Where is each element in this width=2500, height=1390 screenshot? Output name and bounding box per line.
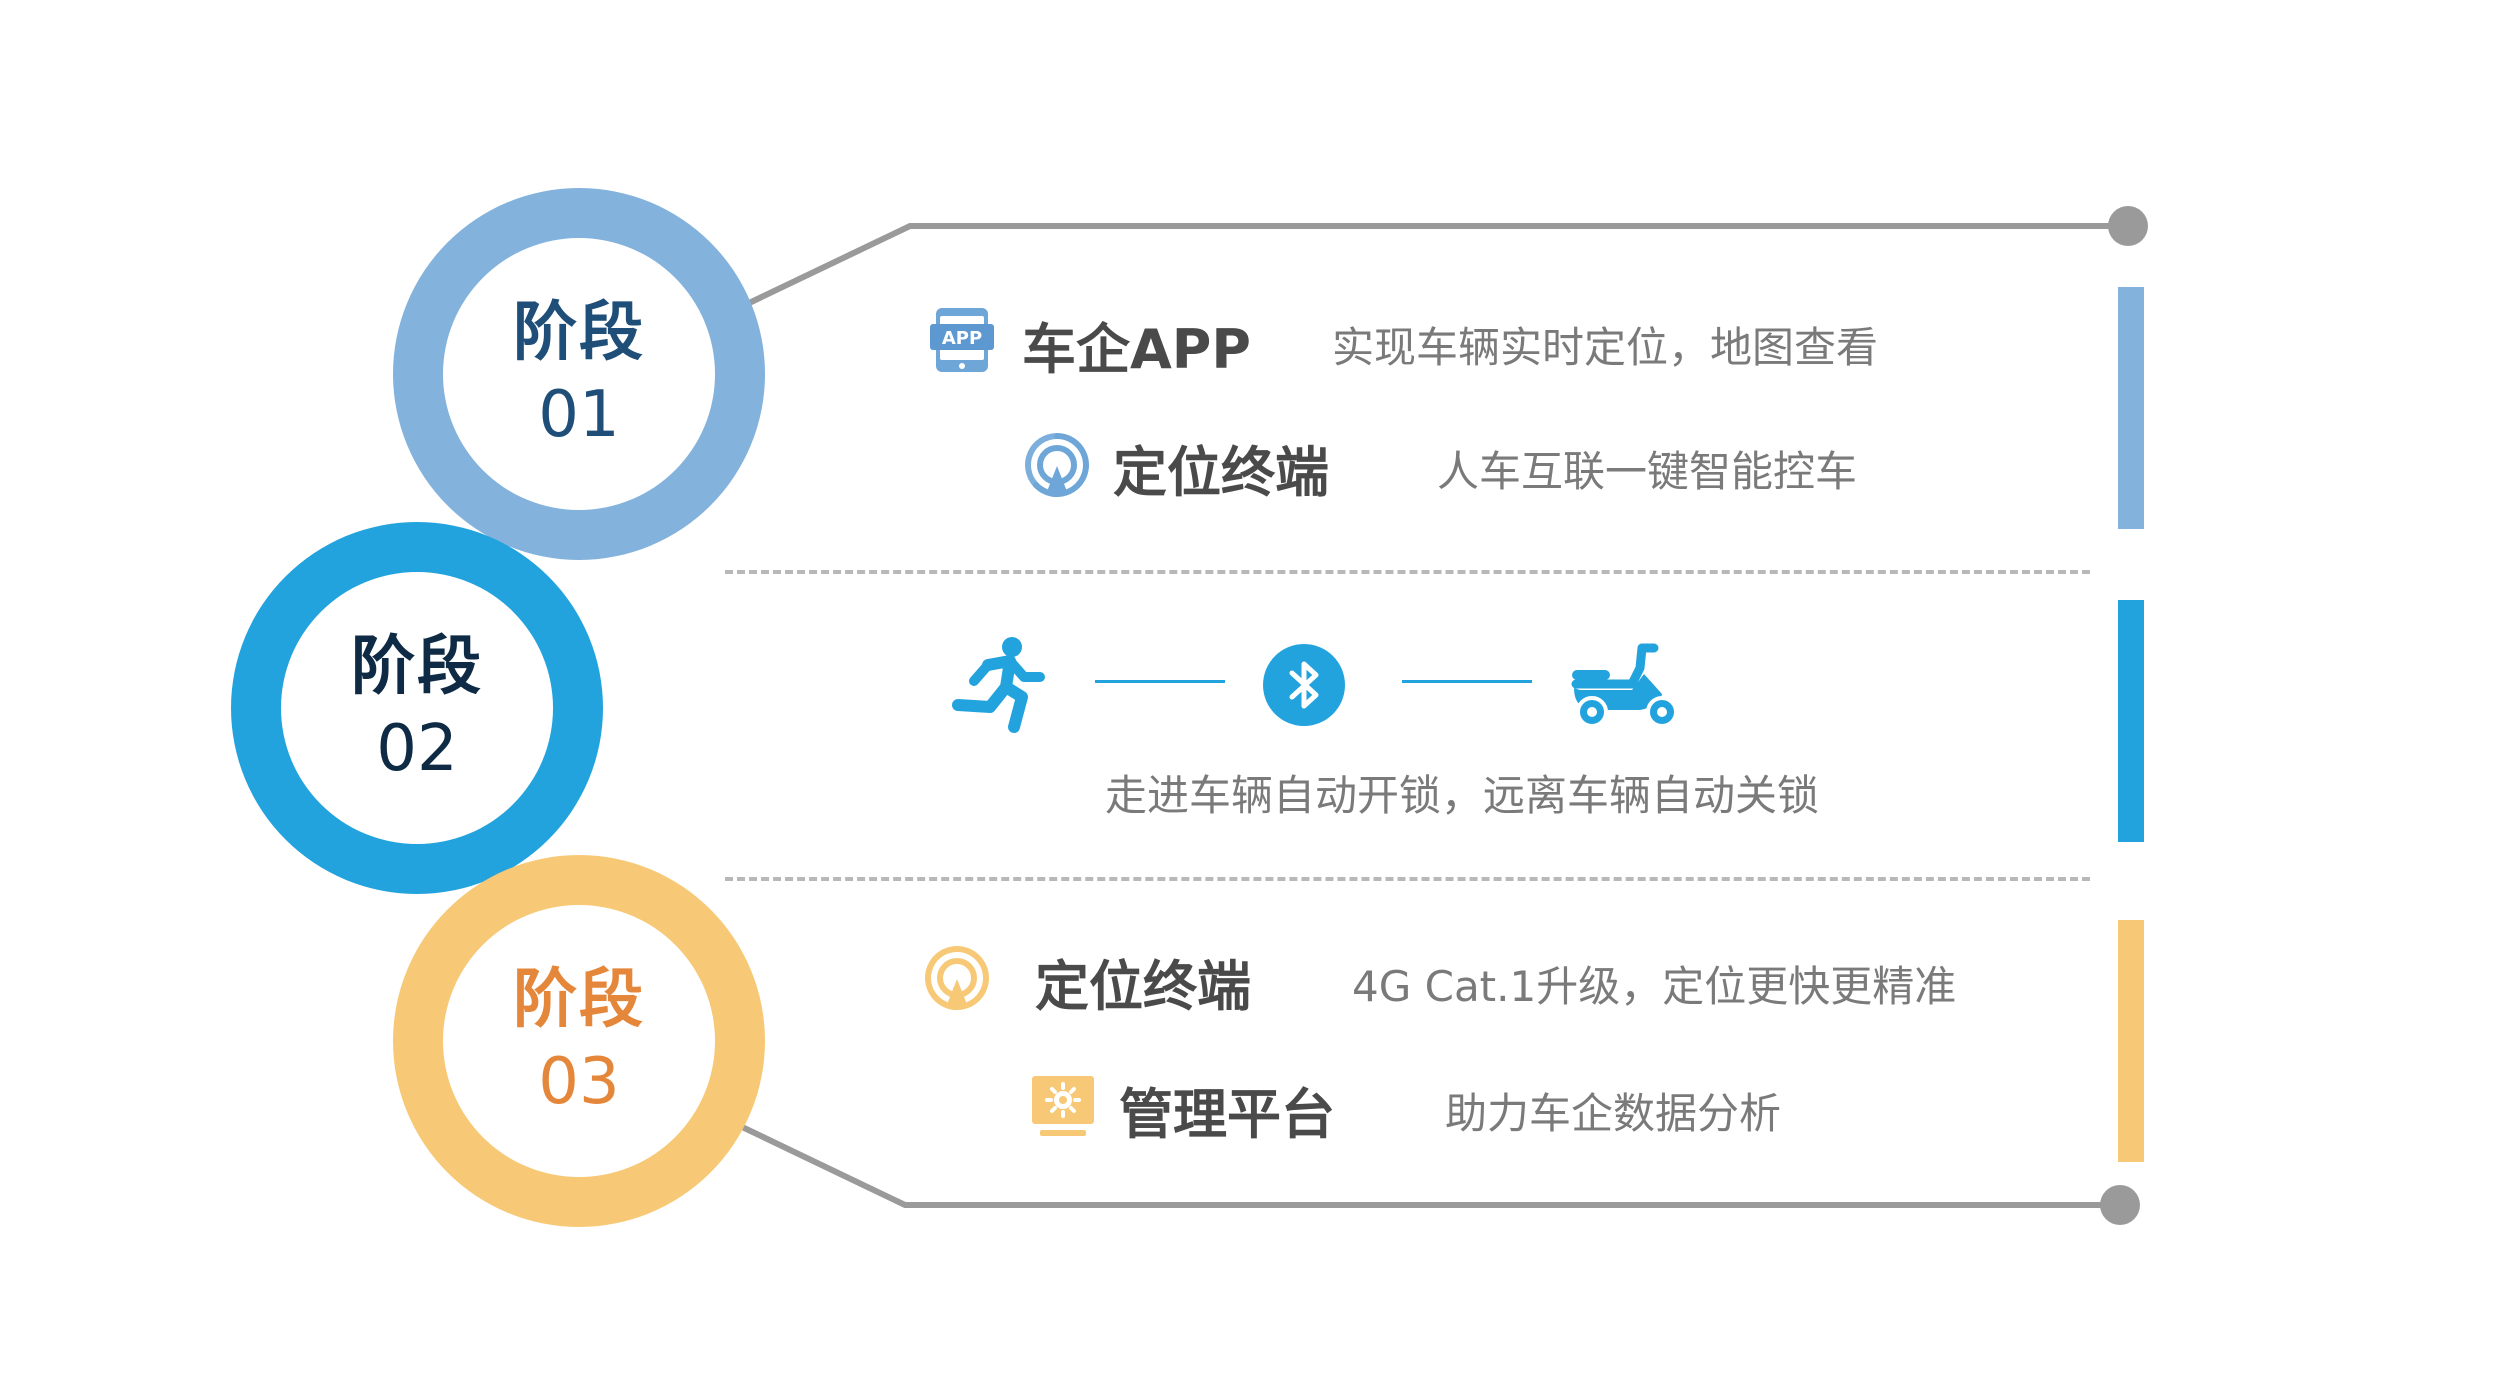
stage3-number: 03: [538, 1045, 620, 1119]
stage2-label: 阶段: [351, 630, 483, 704]
monitor-gear-icon: [1032, 1076, 1094, 1136]
bottom-connector-dot: [2100, 1185, 2140, 1225]
running-person-icon: [952, 637, 1045, 733]
stage1-circle: 阶段 01: [393, 188, 765, 560]
stage3-item2-title: 管理平台: [1119, 1083, 1335, 1146]
bottom-connector: [736, 1122, 2140, 1225]
stage2-circle-inner: 阶段 02: [281, 572, 553, 844]
app-phone-icon: APP: [930, 308, 994, 372]
top-connector-dot: [2108, 206, 2148, 246]
stage3-circle-inner: 阶段 03: [443, 905, 715, 1177]
stage1-item2-desc: 人车互联一键智能控车: [1437, 447, 1858, 496]
separator-2: [725, 877, 2090, 881]
stage1-circle-inner: 阶段 01: [443, 238, 715, 510]
top-connector: [743, 206, 2148, 308]
stage2-side-bar: [2118, 600, 2144, 842]
location-signal-icon: [925, 946, 989, 1010]
stage2-desc: 走进车辆自动开锁，远离车辆自动关锁: [1105, 771, 1820, 820]
stage1-side-bar: [2118, 287, 2144, 529]
stage3-item1-desc: 4G Cat.1升级，定位更快更精准: [1352, 962, 1957, 1011]
flow-line-1: [1095, 680, 1225, 683]
stage2-circle: 阶段 02: [231, 522, 603, 894]
separator-1: [725, 570, 2090, 574]
stage1-number: 01: [538, 378, 620, 452]
stage1-label: 阶段: [513, 296, 645, 370]
stage3-circle: 阶段 03: [393, 855, 765, 1227]
stage3-item1-title: 定位终端: [1035, 955, 1251, 1018]
stage1-item1-desc: 实现车辆实时定位，地图查看: [1332, 323, 1879, 372]
scooter-icon: [1571, 643, 1678, 728]
flow-line-2: [1402, 680, 1532, 683]
stage3-item2-desc: 助力车企数据分析: [1445, 1089, 1782, 1138]
stage3-label: 阶段: [513, 963, 645, 1037]
svg-text:APP: APP: [942, 328, 982, 349]
stage2-number: 02: [376, 712, 458, 786]
bluetooth-icon: [1263, 644, 1345, 726]
stage1-item1-title: 车企APP: [1022, 318, 1251, 381]
stage3-side-bar: [2118, 920, 2144, 1162]
location-signal-icon: [1025, 433, 1089, 497]
stage1-item2-title: 定位终端: [1113, 441, 1329, 504]
